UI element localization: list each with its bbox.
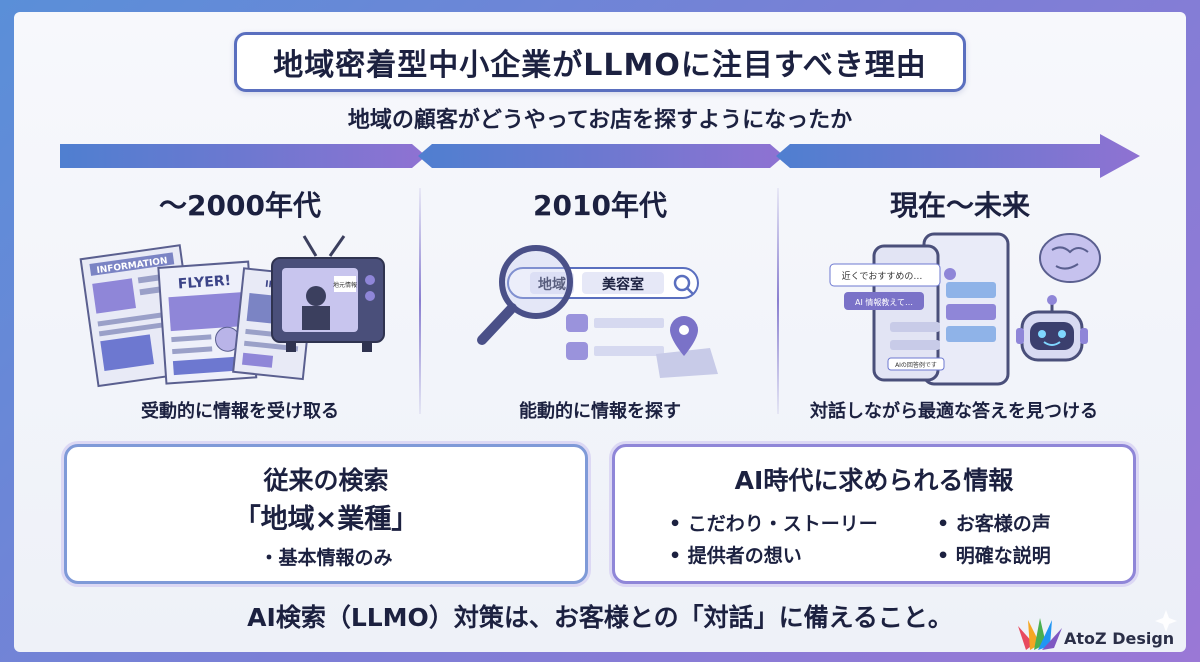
brain-icon [1039,233,1101,283]
bottom-message: AI検索（LLMO）対策は、お客様との「対話」に備えること。 [247,603,953,632]
magnifier-icon [477,245,573,345]
caption-2010s: 能動的に情報を探す [519,401,681,422]
search-tag-business: 美容室 [602,276,644,293]
card-left-title: 従来の検索 [263,466,389,495]
chat-bubble-3: AIの回答例です [895,361,937,369]
era-present: 現在〜未来 [889,189,1030,222]
list-item: • こだわり・ストーリー [669,513,878,535]
search-icon [673,274,691,292]
subtitle: 地域の顧客がどうやってお店を探すようになったか [347,108,853,133]
sparkle-icon [1155,610,1177,632]
newspaper-tv-illustration: INFORMATION FLYER! INFO 地元情報 [79,235,385,388]
caption-2000s: 受動的に情報を受け取る [141,401,339,422]
card-left-bullet: ・基本情報のみ [259,547,393,569]
card-left-highlight: 「地域×業種」 [233,504,419,535]
era-2000s: 〜2000年代 [159,189,321,222]
timeline-arrow [60,134,1140,178]
card-right-title: AI時代に求められる情報 [734,466,1014,495]
flyer-label: FLYER! [177,273,231,293]
ai-era-info-card: AI時代に求められる情報 • こだわり・ストーリー • お客様の声 • 提供者の… [612,444,1136,584]
list-item: • お客様の声 [937,513,1051,535]
caption-present: 対話しながら最適な答えを見つける [810,401,1098,422]
list-item: • 明確な説明 [937,545,1051,567]
ai-chat-illustration: 近くでおすすめの… AI 情報教えて… AIの回答例です [829,232,1101,386]
divider-1 [419,188,421,414]
map-pin-icon [656,316,718,378]
list-item: • 提供者の想い [669,545,802,567]
robot-icon [1016,295,1088,362]
traditional-search-card: 従来の検索 「地域×業種」 ・基本情報のみ [64,444,588,584]
search-tag-area: 地域 [538,276,566,293]
logo-text: AtoZ Design [1064,629,1175,648]
atoz-logo [1018,610,1177,650]
link-icon [566,314,664,360]
tv-icon: 地元情報 [271,235,385,352]
chat-bubble-1: 近くでおすすめの… [842,270,923,282]
tv-card-label: 地元情報 [333,281,357,289]
chat-bubble-2: AI 情報教えて… [855,297,913,307]
page-title: 地域密着型中小企業がLLMOに注目すべき理由 [234,32,966,92]
divider-2 [777,188,779,414]
era-2010s: 2010年代 [533,189,667,222]
search-illustration: 地域 美容室 [477,245,718,378]
